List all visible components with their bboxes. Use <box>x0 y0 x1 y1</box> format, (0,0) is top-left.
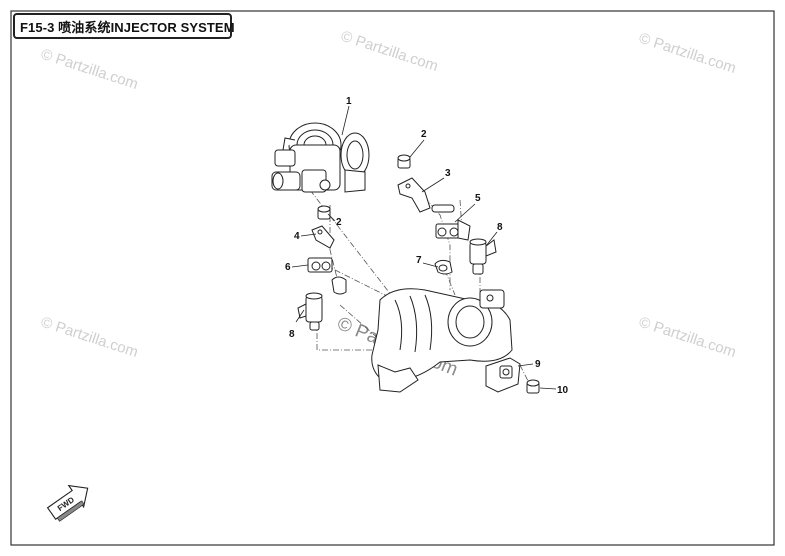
page-title: F15-3 喷油系统INJECTOR SYSTEM <box>20 19 235 35</box>
part-number: 5 <box>475 193 481 204</box>
bolt-part <box>526 379 540 394</box>
watermark: © Partzilla.com <box>637 314 738 361</box>
injector-part-left <box>297 292 323 331</box>
throttle-body-part <box>271 122 370 193</box>
leader-lines <box>291 105 557 390</box>
part-number: 7 <box>416 255 422 266</box>
sensor-part <box>485 357 521 393</box>
title-box: F15-3 喷油系统INJECTOR SYSTEM <box>13 13 235 39</box>
part-number: 8 <box>497 222 503 233</box>
part-number: 10 <box>557 385 569 396</box>
part-number: 2 <box>336 217 342 228</box>
fuel-clip-part <box>431 204 471 241</box>
part-number: 8 <box>289 329 295 340</box>
part-numbers: 1 2 3 5 2 4 8 6 7 8 9 10 <box>285 96 569 396</box>
bracket-part <box>397 177 431 213</box>
part-number: 9 <box>535 359 541 370</box>
page-border <box>10 10 775 546</box>
watermark: © Partzilla.com <box>637 30 738 77</box>
part-number: 1 <box>346 96 352 107</box>
part-number: 3 <box>445 168 451 179</box>
nut-part <box>317 154 411 220</box>
fwd-arrow-icon: FWD <box>46 484 89 522</box>
intake-manifold-part <box>371 288 513 393</box>
watermark: © Partzilla.com <box>39 314 140 361</box>
part-number: 4 <box>294 231 300 242</box>
watermark: © Partzilla.com <box>39 46 140 93</box>
part-number: 6 <box>285 262 291 273</box>
injector-part <box>469 238 497 275</box>
clip-part <box>434 259 453 275</box>
part-number: 2 <box>421 129 427 140</box>
clamp-part <box>307 225 347 295</box>
watermark: © Partzilla.com <box>339 28 440 75</box>
